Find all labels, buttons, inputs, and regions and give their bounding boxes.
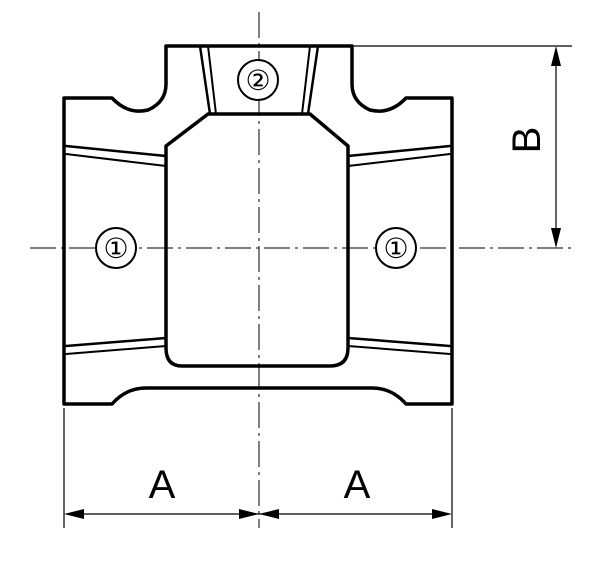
port-label-right-text: ①: [383, 233, 408, 264]
inner-chamber: [164, 112, 350, 368]
left-port-thread-lower-2: [65, 345, 167, 355]
dimension-a-right-label: A: [344, 463, 371, 507]
port-label-top-text: ②: [245, 65, 270, 96]
right-port-thread-upper-2: [347, 153, 451, 167]
right-port-thread-upper-1: [346, 144, 452, 158]
center-lines: [30, 12, 572, 528]
dimension-b-arrow-top: [551, 46, 561, 66]
port-label-left-text: ①: [103, 233, 128, 264]
left-port-thread-lower-1: [64, 336, 168, 348]
dimension-b: [352, 45, 572, 248]
right-port-thread-lower-1: [346, 336, 452, 348]
top-port-bore-right-inner: [301, 45, 311, 115]
dimension-a-right-arrow-start: [259, 509, 279, 519]
port-label-left: ①: [95, 227, 137, 269]
tee-body: [62, 44, 454, 406]
top-port-bore-left-outer: [198, 44, 212, 116]
port-label-top: ②: [237, 59, 279, 101]
dimension-a-left-arrow-start: [64, 509, 84, 519]
top-port-bore-left-inner: [207, 45, 217, 115]
dimension-a-right-arrow-end: [432, 509, 452, 519]
dimension-a-left-arrow-end: [239, 509, 259, 519]
dimension-a-left-label: A: [149, 463, 176, 507]
outer-contour: [62, 44, 454, 406]
dimension-b-arrow-bottom: [551, 228, 561, 248]
right-port-thread-lower-2: [347, 345, 451, 355]
top-port-bore-right-outer: [306, 44, 320, 116]
left-port-thread-upper-1: [64, 144, 168, 158]
left-port-thread-upper-2: [65, 153, 167, 167]
dimension-b-label: B: [505, 127, 549, 154]
dimension-a: [63, 408, 453, 528]
port-label-right: ①: [375, 227, 417, 269]
